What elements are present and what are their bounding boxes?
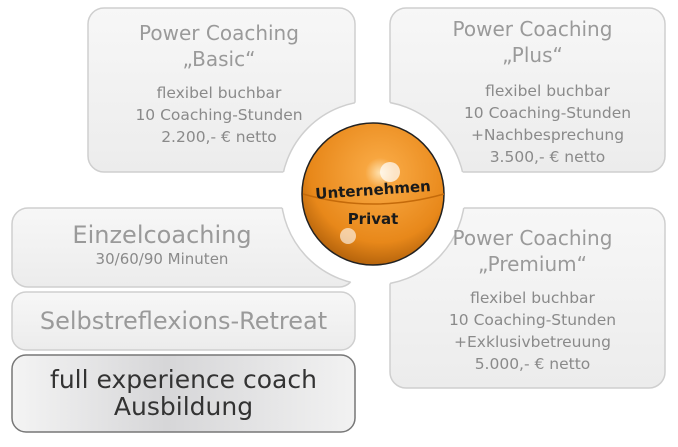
card-plus-shape <box>389 7 666 173</box>
card-line: flexibel buchbar <box>156 84 282 102</box>
card-line: 10 Coaching-Stunden <box>463 104 632 122</box>
card-subtitle: 30/60/90 Minuten <box>95 250 229 268</box>
card-subtitle: „Premium“ <box>477 252 587 276</box>
card-retreat-shape <box>11 291 356 351</box>
card-title: Einzelcoaching <box>72 221 252 249</box>
card-title: Power Coaching <box>452 17 613 41</box>
card-subtitle: „Plus“ <box>502 43 563 67</box>
card-basic-shape <box>87 7 356 173</box>
card-line: 2.200,- € netto <box>161 128 277 146</box>
card-plus[interactable]: Power Coaching „Plus“ flexibel buchbar 1… <box>400 16 665 168</box>
card-line: +Exklusivbetreuung <box>454 333 611 351</box>
card-line: 3.500,- € netto <box>489 148 606 166</box>
card-title: Power Coaching <box>139 21 299 45</box>
card-line: Ausbildung <box>113 392 254 421</box>
sphere <box>301 122 445 266</box>
card-line: flexibel buchbar <box>485 82 610 100</box>
center-label-privat: Privat <box>347 210 399 228</box>
card-line: +Nachbesprechung <box>470 126 625 144</box>
card-subtitle: „Basic“ <box>182 47 256 71</box>
card-premium-shape <box>389 207 666 389</box>
card-title: Power Coaching <box>452 226 613 250</box>
card-line: full experience coach <box>50 365 317 394</box>
card-line: 10 Coaching-Stunden <box>448 311 617 329</box>
card-basic[interactable]: Power Coaching „Basic“ flexibel buchbar … <box>88 20 350 148</box>
card-ausbildung-shape <box>11 354 356 433</box>
card-line: flexibel buchbar <box>470 289 595 307</box>
card-premium[interactable]: Power Coaching „Premium“ flexibel buchba… <box>400 225 665 375</box>
card-retreat[interactable]: Selbstreflexions-Retreat <box>39 307 328 335</box>
card-ausbildung[interactable]: full experience coach Ausbildung <box>12 366 355 420</box>
card-line: 10 Coaching-Stunden <box>135 106 303 124</box>
card-line: 5.000,- € netto <box>474 355 591 373</box>
card-einzelcoaching[interactable]: Einzelcoaching 30/60/90 Minuten <box>12 220 312 268</box>
